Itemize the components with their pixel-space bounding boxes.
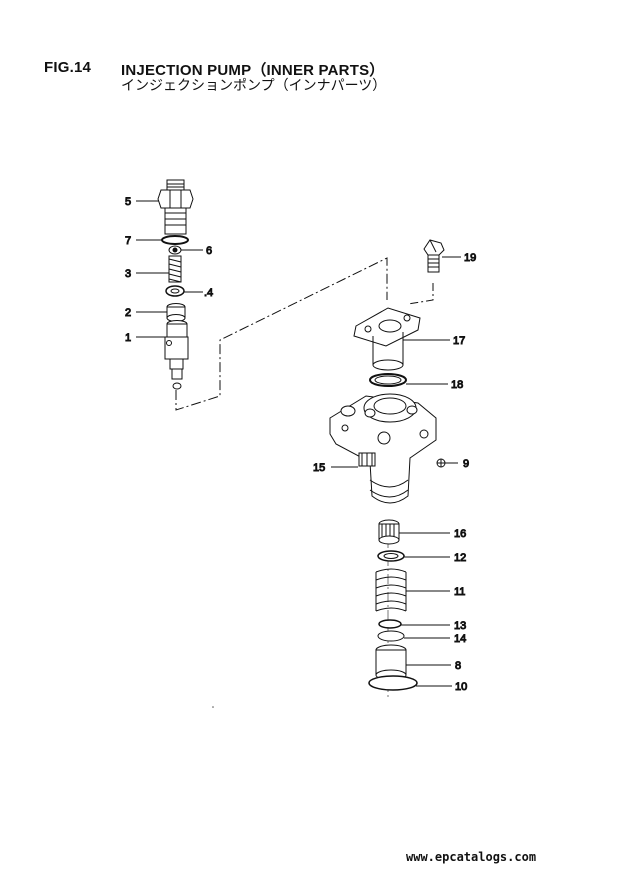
part-5-delivery-valve-holder: [157, 179, 194, 235]
figure-number: FIG.14: [44, 59, 92, 76]
leader-lines: [136, 200, 461, 687]
part-17-delivery-holder-flange: [353, 307, 421, 371]
callout-3: 3: [125, 268, 131, 280]
speck: [212, 706, 214, 708]
part-11-plunger-spring: [375, 568, 407, 612]
callout-14: 14: [454, 633, 466, 645]
part-1-plunger-barrel: [164, 320, 189, 390]
part-8-tappet: [375, 644, 407, 681]
figure-title-english: INJECTION PUMP（INNER PARTS）: [121, 62, 385, 79]
callout-13: 13: [454, 620, 466, 632]
callout-7: 7: [125, 235, 131, 247]
callout-6: 6: [206, 245, 212, 257]
part-3-spring: [168, 255, 182, 283]
part-2-delivery-valve: [166, 303, 186, 322]
part-9-screw: [436, 458, 446, 468]
part-19-bolt: [423, 239, 445, 273]
watermark-url[interactable]: www.epcatalogs.com: [406, 850, 537, 864]
figure-title-japanese: インジェクションポンプ（インナパーツ）: [121, 78, 387, 94]
callout-10: 10: [455, 681, 467, 693]
alignment-line: [175, 257, 388, 411]
callout-15: 15: [313, 462, 325, 474]
callout-9: 9: [463, 458, 469, 470]
callout-19: 19: [464, 252, 476, 264]
part-7-o-ring: [161, 235, 189, 245]
part-16-control-sleeve-gear: [378, 519, 400, 545]
callout-2: 2: [125, 307, 131, 319]
callout-11: 11: [454, 586, 465, 598]
callout-18: 18: [451, 379, 463, 391]
part-10-shim: [368, 675, 418, 691]
part-14-ring: [377, 630, 405, 642]
callout-4: .4: [204, 287, 213, 299]
pump-housing: [329, 393, 437, 504]
callout-16: 16: [454, 528, 466, 540]
alignment-line-bolt: [407, 283, 434, 305]
callout-17: 17: [453, 335, 465, 347]
callout-12: 12: [454, 552, 466, 564]
callout-8: 8: [455, 660, 461, 672]
part-13-lower-spring-seat: [378, 619, 402, 629]
callout-5: 5: [125, 196, 131, 208]
callout-1: 1: [125, 332, 131, 344]
